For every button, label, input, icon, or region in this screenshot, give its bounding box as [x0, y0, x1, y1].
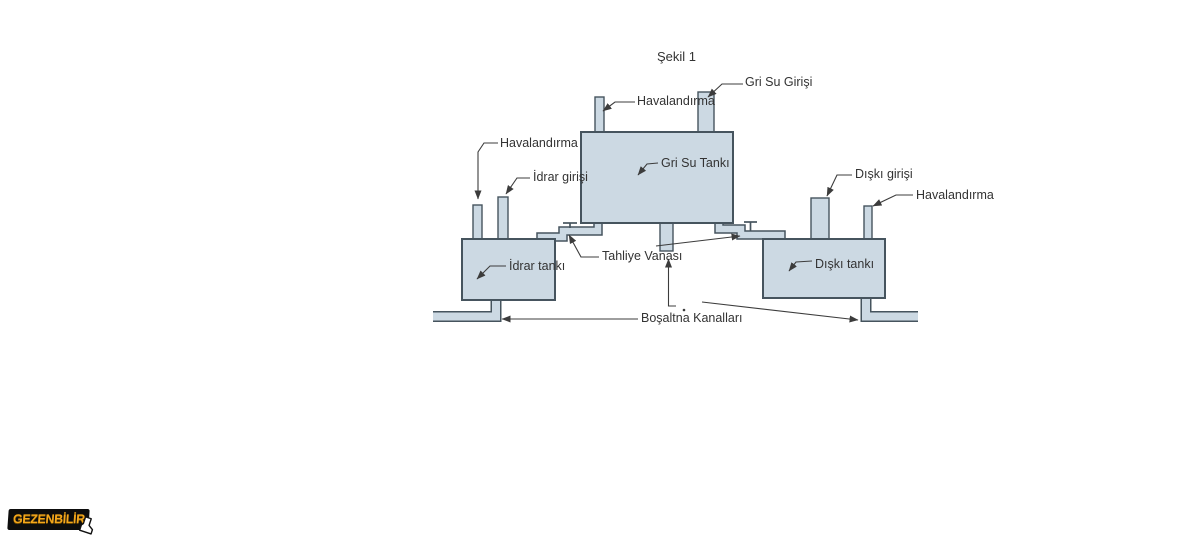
leader-line-havalandirma-left: [474, 142, 498, 200]
vent-pipe-center: [594, 96, 605, 136]
label-havalandirma-left: Havalandırma: [500, 136, 578, 150]
leader-line-bosaltna-up: [665, 258, 676, 307]
label-idrar-girisi: İdrar girişi: [533, 170, 588, 184]
vent-pipe-left: [472, 204, 483, 242]
label-havalandirma-center: Havalandırma: [637, 94, 715, 108]
leader-dot: [682, 308, 686, 312]
label-havalandirma-right: Havalandırma: [916, 188, 994, 202]
leader-line-bosaltna-right: [701, 301, 859, 323]
gray-water-tank: [580, 131, 734, 224]
leader-line-tahliye-right: [655, 233, 741, 247]
label-gri-su-tanki: Gri Su Tankı: [661, 156, 730, 170]
leader-line-gri-su-tanki: [637, 162, 659, 176]
leader-line-idrar-girisi: [505, 177, 530, 195]
label-idrar-tanki: İdrar tankı: [509, 259, 566, 273]
drain-valve-right: [744, 221, 757, 231]
label-tahliye-vanasi: Tahliye Vanası: [602, 249, 683, 263]
label-bosaltna-kanallari: Boşaltna Kanalları: [641, 311, 743, 325]
leader-line-diski-tanki: [788, 260, 813, 272]
leader-line-tahliye-left: [568, 234, 599, 258]
leader-line-diski-girisi: [826, 174, 852, 197]
leader-line-gri-su-girisi: [707, 83, 743, 98]
right-drain-channel: [860, 297, 918, 322]
urine-tank: [461, 238, 556, 301]
right-connector-pipe: [714, 222, 786, 241]
feces-inlet-pipe: [810, 197, 830, 242]
left-connector-pipe: [536, 222, 603, 242]
leader-line-havalandirma-right: [872, 194, 913, 207]
watermark-logo: GEZENBİLİR: [7, 509, 93, 535]
gezenbilir-text: GEZENBİLİR: [7, 509, 90, 530]
figure-title: Şekil 1: [657, 49, 697, 64]
center-drain-pipe: [659, 222, 674, 252]
label-diski-girisi: Dışkı girişi: [855, 167, 913, 181]
left-drain-channel: [433, 299, 502, 322]
feces-tank: [762, 238, 886, 299]
label-diski-tanki: Dışkı tankı: [815, 257, 875, 271]
vent-pipe-right: [863, 205, 873, 242]
drain-valve-left: [563, 222, 577, 228]
urine-inlet-pipe: [497, 196, 509, 242]
label-gri-su-girisi: Gri Su Girişi: [745, 75, 813, 89]
leader-line-havalandirma-center: [602, 101, 635, 112]
leader-line-idrar-tanki: [476, 265, 506, 280]
